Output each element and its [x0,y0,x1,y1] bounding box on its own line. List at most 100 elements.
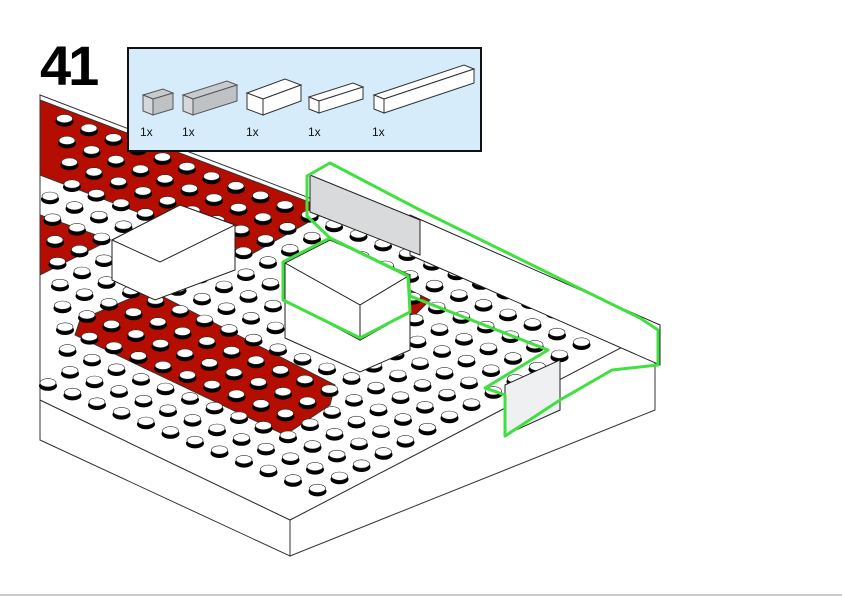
stud [104,133,123,146]
parts-callout: 1x 1x 1x 1x 1x [127,47,482,152]
stud [572,337,591,350]
stud [347,415,366,429]
part-qty: 1x [308,125,321,139]
stud [161,426,180,439]
stud [215,280,233,294]
stud [227,389,246,403]
stud [114,220,133,233]
stud [303,231,321,245]
stud [181,392,199,405]
stud [328,449,346,463]
stud [210,445,229,458]
stud [220,324,238,337]
stud [180,183,199,197]
stud [58,344,77,357]
stud [158,196,177,209]
stud [276,200,294,213]
stud [80,332,99,345]
stud [124,307,143,321]
stud [440,410,459,424]
stud [107,363,126,376]
stud [78,310,96,323]
stud [131,164,150,178]
stud [276,408,295,422]
stud [548,327,566,341]
stud [80,123,98,137]
stud [129,351,148,364]
stud [156,174,174,187]
stud [65,201,84,214]
stud [457,354,476,368]
part-qty: 1x [246,125,259,139]
stud [61,366,79,379]
stud [176,348,194,362]
stud [352,459,371,472]
stud [92,232,111,246]
stud [256,234,275,247]
stud [87,189,106,202]
stud [55,114,74,127]
stud [225,367,243,381]
stud [56,322,74,335]
stud [303,440,322,453]
stud [153,152,172,165]
stud [107,155,125,168]
stud [350,437,368,451]
stud [254,212,272,226]
stud [186,435,204,449]
stud [232,224,250,238]
brick-1x8-white-icon [372,64,476,114]
stud [259,256,277,269]
stud [127,329,145,342]
stud [203,380,221,393]
stud [455,333,473,346]
stud [435,367,454,380]
stud [430,323,449,336]
stud [51,278,69,292]
stud [391,391,410,404]
white-2x2-brick [110,204,237,301]
stud [151,339,170,352]
stud [205,193,223,206]
stud [63,179,81,192]
stud [249,377,268,390]
stud [230,411,248,424]
stud [425,279,444,293]
stud [389,369,407,383]
stud [279,430,297,444]
stud [205,401,224,415]
part-qty: 1x [182,125,195,139]
stud [112,198,130,212]
stud [41,191,59,205]
stud [411,357,429,370]
stud [227,181,245,194]
new-1x8-and-1x4-bricks [309,174,661,436]
stud [58,135,76,149]
stud [264,299,282,313]
stud [266,321,285,335]
brick-1x4-white-icon [307,82,365,114]
stud [254,421,273,434]
stud [60,157,79,171]
stud [232,433,251,446]
stud [134,186,152,199]
stud [239,290,258,303]
stud [88,397,106,410]
stud [159,404,177,417]
stud [281,244,299,257]
stud [306,462,324,475]
stud [237,268,255,281]
stud [394,413,412,426]
stud [274,387,292,400]
stud [178,162,196,175]
stud [48,257,67,270]
stud [97,276,116,289]
stud [433,345,451,358]
stud [374,238,392,252]
stud [198,336,216,349]
stud [132,373,150,386]
stud [39,378,57,391]
stud [482,364,500,377]
stud [342,372,361,385]
